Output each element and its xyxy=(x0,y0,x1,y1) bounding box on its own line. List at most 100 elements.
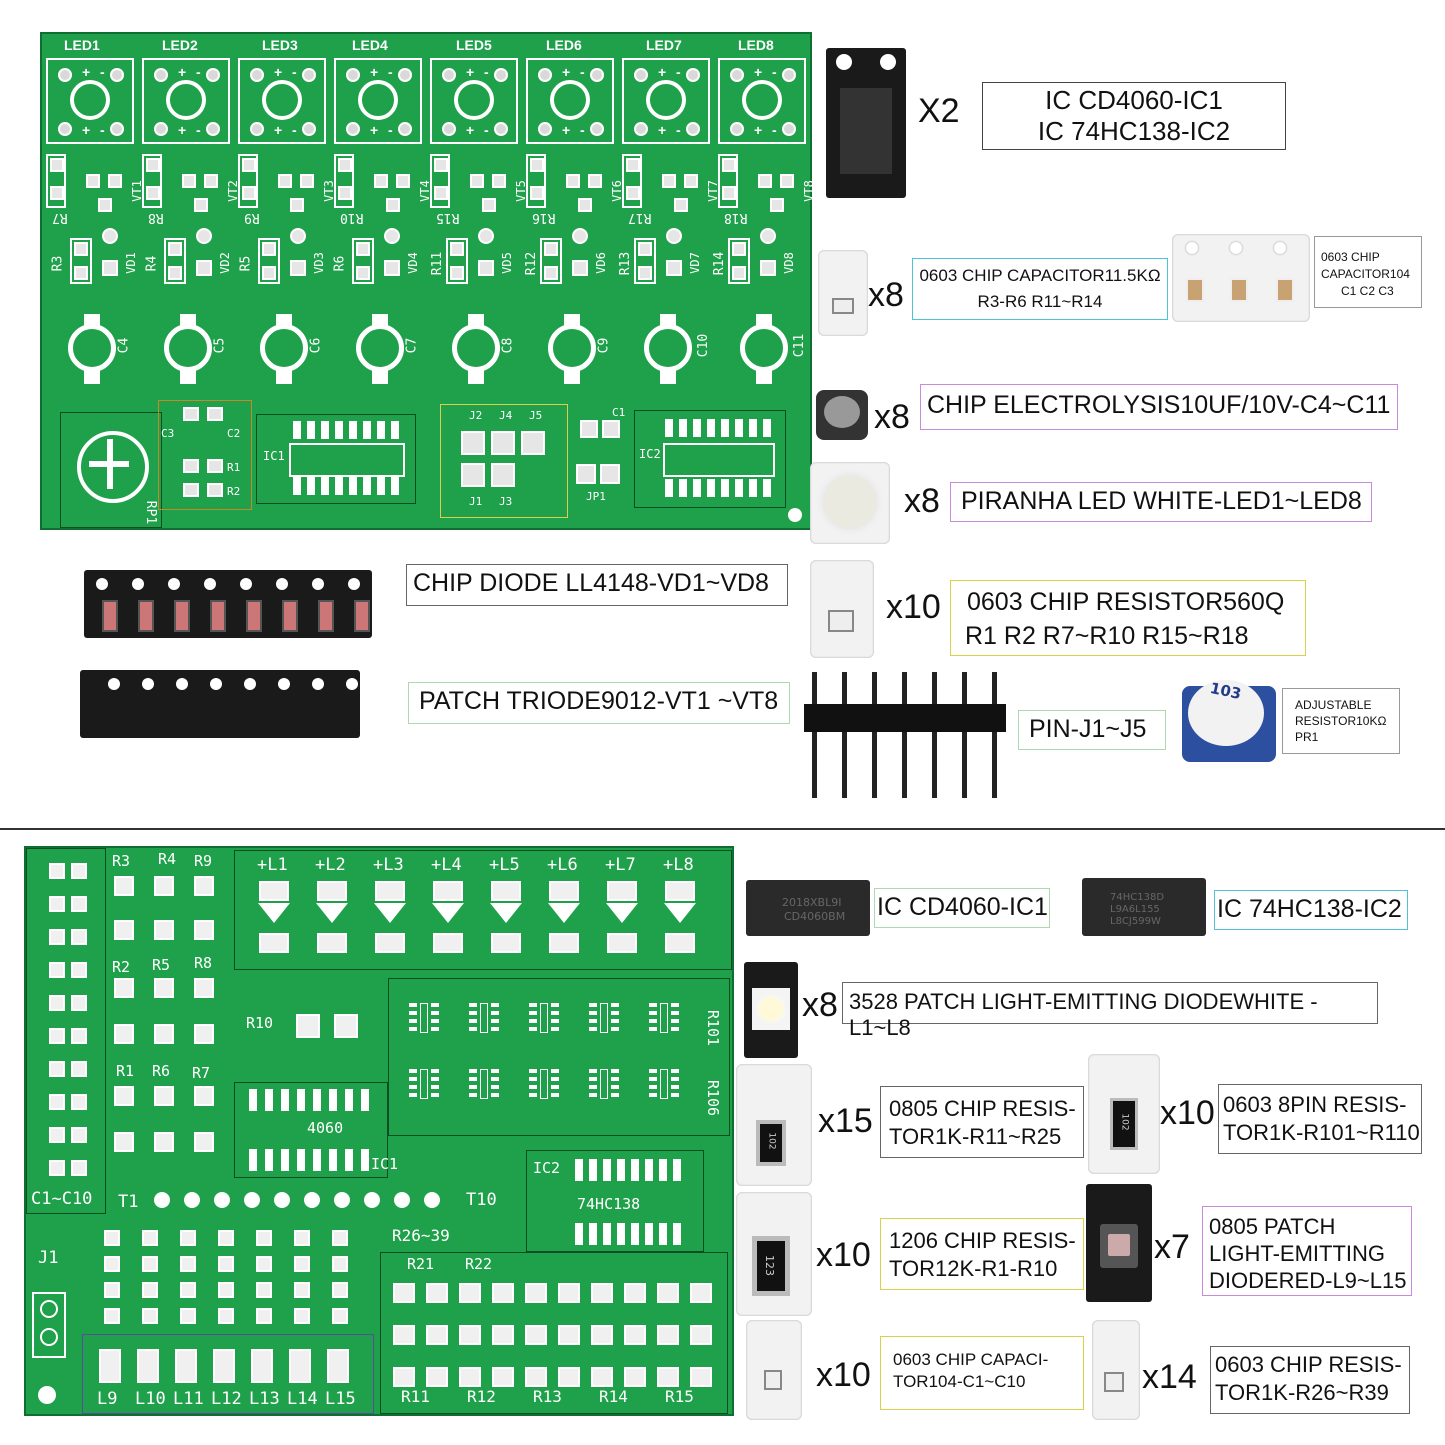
label-0603-cap-line1: 0603 CHIP CAPACI- xyxy=(893,1350,1049,1369)
rnet-pad xyxy=(491,1027,499,1031)
resistor-pad xyxy=(638,266,652,280)
resistor-pad xyxy=(530,186,544,200)
diode-pad xyxy=(760,260,776,276)
resistor-pad xyxy=(450,242,464,256)
rnet-pad xyxy=(431,1019,439,1023)
resistor-pad xyxy=(525,1283,547,1303)
ic-pin xyxy=(575,1159,583,1181)
ic-dip-photo xyxy=(826,48,906,198)
resistor-pad xyxy=(218,1282,234,1298)
tape-hole xyxy=(168,578,180,590)
resistor-pad xyxy=(194,978,214,998)
ic-pin xyxy=(735,479,743,497)
led-pin-pad xyxy=(110,122,124,136)
top-pcb-board: LED1 LED2 LED3 LED4 LED5 LED6 LED7 LED8 … xyxy=(40,32,816,530)
rnet-pad xyxy=(529,1077,537,1081)
tape-hole xyxy=(348,578,360,590)
ic-pin xyxy=(589,1223,597,1245)
transistor-pad xyxy=(780,174,794,188)
piranha-led-photo xyxy=(810,462,890,544)
ic-pin xyxy=(363,421,371,439)
resistor-pad xyxy=(558,1367,580,1387)
ic-pin xyxy=(307,477,315,495)
label-adjustable-line3: PR1 xyxy=(1295,730,1319,744)
led-polarity-mark: + xyxy=(274,64,283,80)
ic-pin xyxy=(749,419,757,437)
ic-pin xyxy=(707,419,715,437)
label-cap-104-line2: CAPACITOR104 xyxy=(1321,267,1410,281)
qty-0603-res-1k: x14 xyxy=(1142,1358,1197,1396)
resistor-outline xyxy=(540,238,562,284)
led-pad xyxy=(289,1349,311,1383)
cap-pad xyxy=(71,995,87,1011)
label-ic-pair: IC CD4060-IC1 IC 74HC138-IC2 xyxy=(982,82,1286,150)
led-pad xyxy=(175,1349,197,1383)
led-label: +L5 xyxy=(489,855,520,875)
resistor-pad xyxy=(626,186,640,200)
ic-pin xyxy=(377,421,385,439)
rnet-pad xyxy=(611,1027,619,1031)
led-pad xyxy=(549,881,579,901)
led-footprint: +-+- xyxy=(238,58,326,144)
header-hole xyxy=(424,1192,440,1208)
header-pin xyxy=(872,672,877,798)
transistor-pad xyxy=(470,174,484,188)
diode-chip xyxy=(282,600,298,632)
capacitor-pad xyxy=(180,370,196,384)
led-pin-pad xyxy=(538,122,552,136)
header-hole xyxy=(214,1192,230,1208)
led-label: +L4 xyxy=(431,855,462,875)
header-hole xyxy=(334,1192,350,1208)
ic-pin xyxy=(617,1223,625,1245)
label-0603-cap-line2: TOR104-C1~C10 xyxy=(893,1372,1026,1391)
diode-pad xyxy=(102,228,118,244)
qty-chip-cap-115k: x8 xyxy=(868,276,904,314)
c1-jp1-block: C1 JP1 xyxy=(572,406,632,512)
capacitor-pad xyxy=(660,314,676,328)
diode-chip xyxy=(138,600,154,632)
led-polarity-mark: + xyxy=(754,122,763,138)
c3-label: C3 xyxy=(161,427,175,440)
rnet-pad xyxy=(491,1077,499,1081)
transistor-pad xyxy=(674,198,688,212)
led-polarity-mark: + xyxy=(82,122,91,138)
label-chip-cap-115k: 0603 CHIP CAPACITOR11.5KΩ R3-R6 R11~R14 xyxy=(912,258,1168,320)
resistor-pad xyxy=(544,242,558,256)
mounting-hole-bottom xyxy=(38,1386,56,1404)
resistor-pad xyxy=(294,1308,310,1324)
led4-label: LED4 xyxy=(352,37,388,53)
ic-pin xyxy=(721,419,729,437)
rnet-pad xyxy=(671,1019,679,1023)
j2-label: J2 xyxy=(469,409,483,422)
capacitor-pad xyxy=(180,314,196,328)
header-pin xyxy=(842,672,847,798)
led-polarity-triangle xyxy=(490,903,522,923)
cap-pad xyxy=(49,1061,65,1077)
led-ring xyxy=(454,80,494,120)
ic-pin xyxy=(349,477,357,495)
led-pin-pad xyxy=(154,122,168,136)
l1-l8-block: +L1+L2+L3+L4+L5+L6+L7+L8 xyxy=(234,850,732,970)
rnet-body xyxy=(660,1069,668,1099)
0603-res-1k-photo xyxy=(1092,1320,1140,1420)
rnet-pad xyxy=(431,1093,439,1097)
resistor-label: R12 xyxy=(467,1387,496,1406)
led-polarity-triangle xyxy=(316,903,348,923)
resistor-pad xyxy=(624,1325,646,1345)
ic-pin xyxy=(679,479,687,497)
resistor-outline xyxy=(258,238,280,284)
rnet-pad xyxy=(611,1093,619,1097)
led-polarity-mark: + xyxy=(562,122,571,138)
ic-pin xyxy=(707,479,715,497)
label-0805-res-line1: 0805 CHIP RESIS- xyxy=(889,1096,1076,1121)
capacitor-pad xyxy=(84,314,100,328)
resistor-pad xyxy=(530,158,544,172)
resistor-pad xyxy=(146,186,160,200)
led-label: +L2 xyxy=(315,855,346,875)
resistor-pad xyxy=(591,1367,613,1387)
rnet-pad xyxy=(671,1003,679,1007)
cap-pad xyxy=(49,896,65,912)
resistor-label: R15 xyxy=(665,1387,694,1406)
resistor-pad xyxy=(338,158,352,172)
